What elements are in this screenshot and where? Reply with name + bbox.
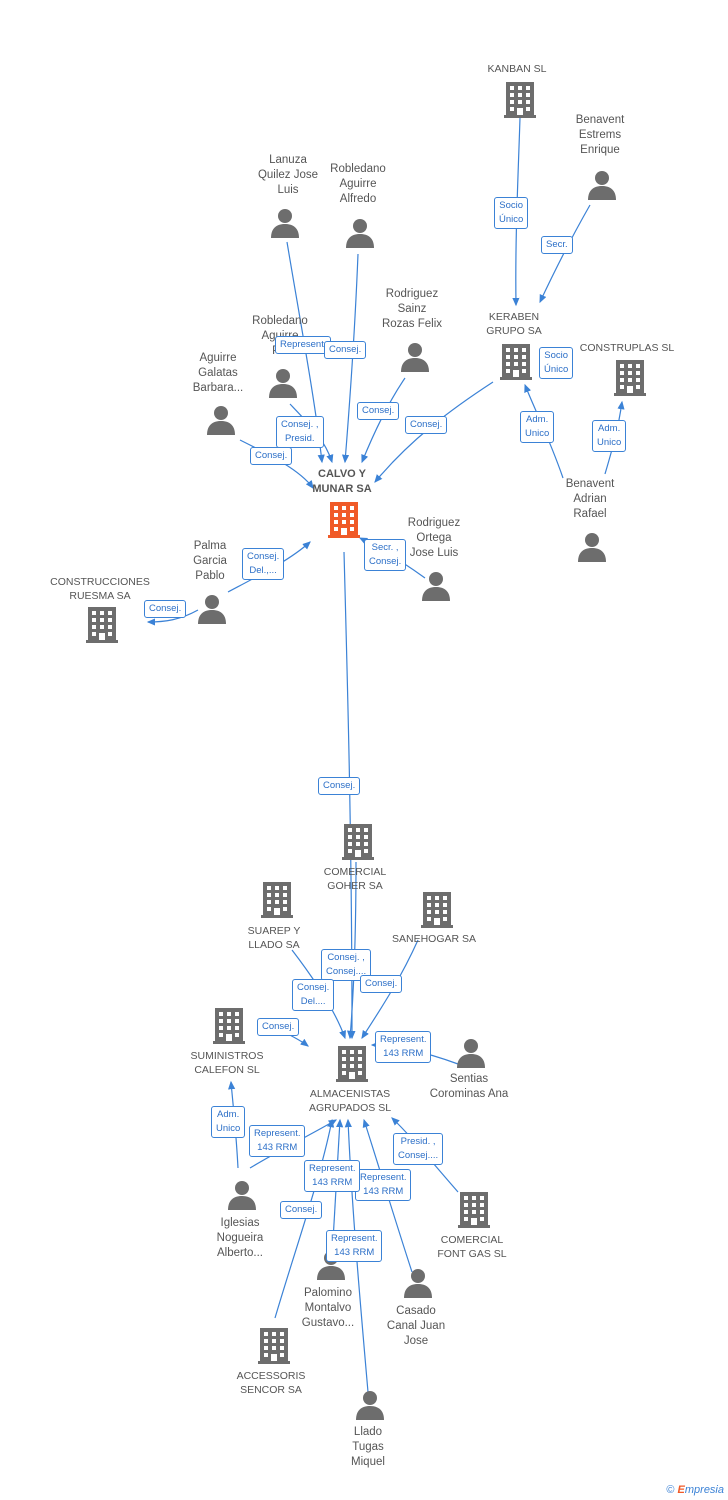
edge-label-consej[interactable]: Consej.	[144, 600, 187, 618]
node-label-almacenistas: ALMACENISTAS AGRUPADOS SL	[308, 1088, 392, 1114]
node-label-sencor: ACCESSORIS SENCOR SA	[236, 1370, 306, 1396]
edge-label-consej-presid[interactable]: Consej. , Presid.	[276, 416, 324, 448]
node-label-benavent-adrian: Benavent Adrian Rafael	[565, 478, 615, 520]
edge-label-consej[interactable]: Consej.	[357, 402, 400, 420]
person-icon[interactable]	[578, 533, 606, 562]
edge-label-consej[interactable]: Consej.	[360, 975, 403, 993]
edge-label-adm-unico[interactable]: Adm. Unico	[520, 411, 555, 443]
person-icon[interactable]	[356, 1391, 384, 1420]
edge-label-consej-del[interactable]: Consej. Del.,...	[242, 548, 285, 580]
building-icon[interactable]	[86, 607, 118, 643]
person-icon[interactable]	[228, 1181, 256, 1210]
node-label-casado: Casado Canal Juan Jose	[386, 1305, 446, 1347]
node-label-kanban: KANBAN SL	[487, 63, 547, 75]
building-icon[interactable]	[421, 892, 453, 928]
node-label-benavent-estrems: Benavent Estrems Enrique	[575, 114, 625, 156]
edge-label-socio-unico[interactable]: Socio Único	[539, 347, 574, 379]
person-icon[interactable]	[422, 572, 450, 601]
node-label-construplas: CONSTRUPLAS SL	[579, 342, 675, 354]
node-label-iglesias: Iglesias Nogueira Alberto...	[216, 1217, 264, 1259]
node-label-sentias: Sentias Corominas Ana	[429, 1073, 509, 1100]
building-icon[interactable]	[213, 1008, 245, 1044]
person-icon[interactable]	[588, 171, 616, 200]
node-label-aguirre-galatas: Aguirre Galatas Barbara...	[192, 352, 244, 394]
building-icon[interactable]	[614, 360, 646, 396]
building-icon[interactable]	[458, 1192, 490, 1228]
building-icon[interactable]	[336, 1046, 368, 1082]
node-label-suarep: SUAREP Y LLADO SA	[247, 925, 301, 951]
edge-label-socio-unico[interactable]: Socio Único	[494, 197, 529, 229]
person-icon[interactable]	[401, 343, 429, 372]
edge-label-secr[interactable]: Secr.	[541, 236, 573, 254]
person-icon[interactable]	[271, 209, 299, 238]
edge-label-consej[interactable]: Consej.	[280, 1201, 323, 1219]
person-icon[interactable]	[207, 406, 235, 435]
edge-robledano-calvo	[341, 253, 359, 464]
edge-label-secr-consej[interactable]: Secr. , Consej.	[364, 539, 407, 571]
edge-estrems-keraben	[539, 204, 591, 304]
node-label-robledano-alfredo: Robledano Aguirre Alfredo	[330, 163, 386, 205]
edge-label-consej[interactable]: Consej.	[257, 1018, 300, 1036]
node-label-lanuza: Lanuza Quilez Jose Luis	[257, 154, 319, 196]
node-label-fontgas: COMERCIAL FONT GAS SL	[437, 1234, 507, 1260]
edge-rsainz-calvo	[361, 377, 406, 464]
edge-label-consej[interactable]: Consej.	[324, 341, 367, 359]
edge-label-represent-rrm[interactable]: Represent. 143 RRM	[304, 1160, 361, 1192]
edge-palma-ruesma	[146, 609, 199, 626]
edge-label-consej[interactable]: Consej.	[405, 416, 448, 434]
building-icon[interactable]	[342, 824, 374, 860]
person-icon[interactable]	[404, 1269, 432, 1298]
node-label-rodriguez-sainz: Rodriguez Sainz Rozas Felix	[381, 288, 443, 330]
edge-label-represent-rrm[interactable]: Represent. 143 RRM	[249, 1125, 306, 1157]
brand-logo-e: E	[677, 1484, 685, 1496]
brand-logo-text: mpresia	[684, 1484, 724, 1496]
edge-label-adm-unico[interactable]: Adm. Unico	[211, 1106, 246, 1138]
node-label-keraben: KERABEN GRUPO SA	[486, 311, 542, 337]
footer-brand: © Empresia	[666, 1484, 724, 1496]
edge-label-consej[interactable]: Consej.	[250, 447, 293, 465]
node-label-sanehogar: SANEHOGAR SA	[391, 933, 477, 945]
node-label-palomino: Palomino Montalvo Gustavo...	[301, 1287, 355, 1329]
edge-label-adm-unico[interactable]: Adm. Unico	[592, 420, 627, 452]
building-icon[interactable]	[328, 502, 360, 538]
node-label-calefon: SUMINISTROS CALEFON SL	[190, 1050, 264, 1076]
edge-label-consej-del[interactable]: Consej. Del....	[292, 979, 335, 1011]
edge-label-represent-rrm[interactable]: Represent. 143 RRM	[326, 1230, 383, 1262]
node-label-rodriguez-ortega: Rodriguez Ortega Jose Luis	[407, 517, 461, 559]
person-icon[interactable]	[198, 595, 226, 624]
person-icon[interactable]	[346, 219, 374, 248]
edge-label-represent-rrm[interactable]: Represent. 143 RRM	[355, 1169, 412, 1201]
node-label-palma: Palma Garcia Pablo	[193, 540, 227, 582]
node-label-calvo: CALVO Y MUNAR SA	[312, 468, 372, 495]
node-label-llado: Llado Tugas Miquel	[351, 1426, 385, 1468]
person-icon[interactable]	[457, 1039, 485, 1068]
edge-label-consej[interactable]: Consej.	[318, 777, 361, 795]
edge-label-represent-rrm[interactable]: Represent. 143 RRM	[375, 1031, 432, 1063]
edge-sanehogar-almacenistas	[361, 939, 419, 1040]
focus-node	[328, 502, 360, 538]
copyright-symbol: ©	[666, 1484, 675, 1496]
edge-label-represent[interactable]: Represent.	[275, 336, 332, 354]
building-icon[interactable]	[500, 344, 532, 380]
node-label-ruesma: CONSTRUCCIONES RUESMA SA	[50, 576, 150, 602]
edge-label-presid-consej[interactable]: Presid. , Consej....	[393, 1133, 444, 1165]
building-icon[interactable]	[258, 1328, 290, 1364]
node-label-goher: COMERCIAL GOHER SA	[323, 866, 387, 892]
